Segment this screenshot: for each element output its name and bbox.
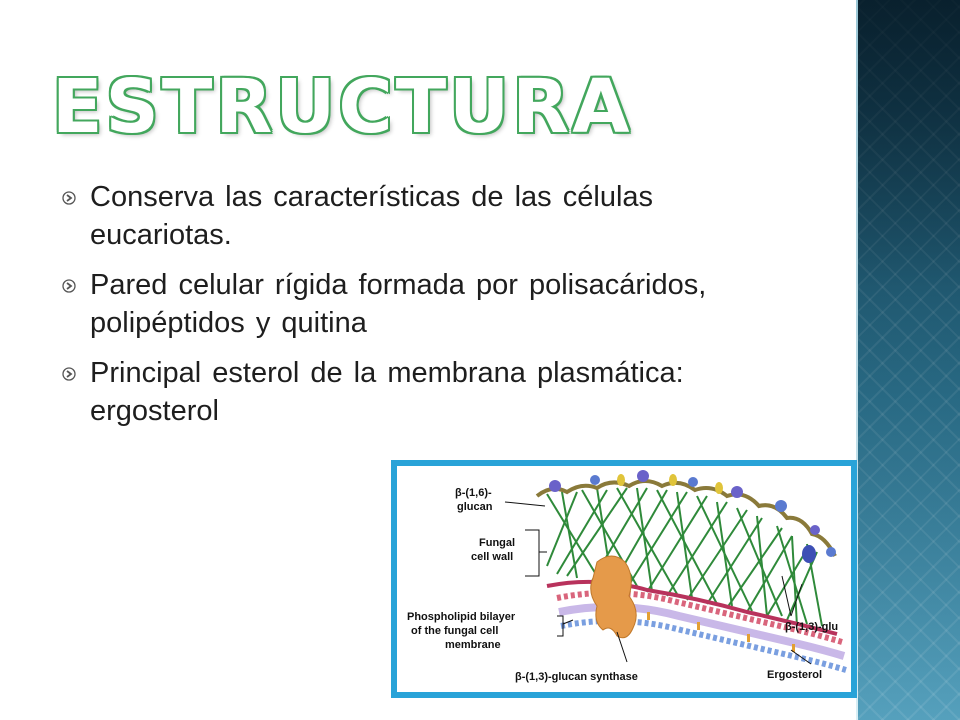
label-fungal-wall-2: cell wall [471,551,513,563]
bullet-list: Conserva las características de las célu… [62,178,802,442]
label-glucan-synthase: β-(1,3)-glucan synthase [515,671,638,683]
ergosterol-marks [647,612,795,652]
label-b16-glucan-1: β-(1,6)- [455,487,492,499]
label-bilayer-2: of the fungal cell [411,625,498,637]
bullet-circle-arrow-icon [62,367,76,381]
bullet-item: Pared celular rígida formada por polisac… [62,266,802,342]
bullet-text: Pared celular rígida formada por polisac… [90,269,707,339]
bullet-item: Conserva las características de las célu… [62,178,802,254]
bullet-text: Conserva las características de las célu… [90,181,654,251]
cell-wall-diagram: β-(1,6)- glucan Fungal cell wall Phospho… [391,460,857,698]
label-bilayer-1: Phospholipid bilayer [407,611,516,623]
label-b13-glucan: β-(1,3)-glu [785,621,838,633]
b16-glucan-chain [535,479,837,557]
bullet-circle-arrow-icon [62,191,76,205]
decorative-side-band [856,0,960,720]
label-b16-glucan-2: glucan [457,501,493,513]
glucan-synthase-protein [590,555,637,639]
label-bilayer-3: membrane [445,639,501,651]
mannoprotein-blobs [549,470,836,563]
glucan-fibers [546,487,823,627]
bullet-text: Principal esterol de la membrana plasmát… [90,357,684,427]
label-leader-lines [504,501,812,665]
bullet-item: Principal esterol de la membrana plasmát… [62,354,802,430]
label-ergosterol: Ergosterol [767,669,822,681]
bullet-circle-arrow-icon [62,279,76,293]
label-fungal-wall-1: Fungal [479,537,515,549]
diagram-canvas: β-(1,6)- glucan Fungal cell wall Phospho… [407,470,847,683]
slide-title: Estructura [52,64,633,150]
